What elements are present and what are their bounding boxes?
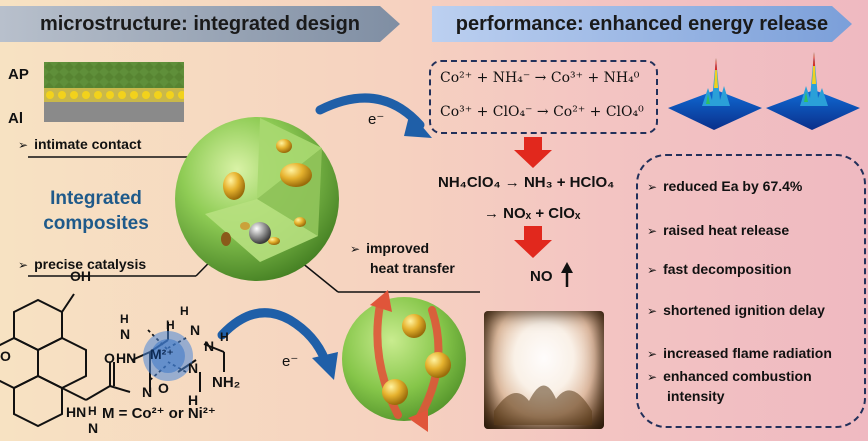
product-no: NO xyxy=(530,268,553,285)
atom-h5: H xyxy=(188,392,199,408)
perf-item-heat-release: ➢ raised heat release xyxy=(647,222,789,238)
atom-n6: N xyxy=(204,338,215,354)
arrowhead-icon: ➢ xyxy=(647,347,658,361)
atom-n-left: N xyxy=(88,420,99,436)
banner-microstructure: microstructure: integrated design xyxy=(0,6,400,42)
perf-item-combustion: ➢ enhanced combustion xyxy=(647,368,812,384)
cutaway-face-top xyxy=(257,118,322,199)
label-ap: AP xyxy=(8,66,29,83)
atom-n4: N xyxy=(190,322,201,338)
layer-stack-illustration xyxy=(44,62,184,122)
combustion-photo-detail xyxy=(494,385,592,425)
bullet-precise-catalysis-text: precise catalysis xyxy=(34,256,147,272)
banner-performance: performance: enhanced energy release xyxy=(432,6,852,42)
atom-n5: N xyxy=(188,360,199,376)
atom-h4: H xyxy=(180,304,189,318)
atom-h6: H xyxy=(220,330,229,344)
arrowhead-icon: ➢ xyxy=(18,138,29,152)
surface-plots xyxy=(668,52,860,130)
perf-item-text: fast decomposition xyxy=(663,261,792,277)
arrowhead-icon: ➢ xyxy=(647,224,658,238)
bullet-improved: ➢ improved xyxy=(350,240,429,256)
label-al: Al xyxy=(8,110,23,127)
atom-hn-mid: HN xyxy=(116,350,137,366)
arrowhead-icon: ➢ xyxy=(18,258,29,272)
banner-left-arrow-shape xyxy=(0,6,400,42)
atom-h2: H xyxy=(120,312,129,326)
arrowhead-icon: ➢ xyxy=(647,304,658,318)
banner-right-arrow-shape xyxy=(432,6,852,42)
reaction-2: Co³⁺ + ClO₄⁻ → Co²⁺ + ClO₄⁰ xyxy=(440,104,644,120)
perf-item-text: raised heat release xyxy=(663,222,790,238)
heat-transfer-text: heat transfer xyxy=(370,260,455,276)
atom-n3: N xyxy=(142,384,153,400)
perf-item-intensity: intensity xyxy=(667,388,725,404)
arrowhead-icon: ➢ xyxy=(647,180,658,194)
bullet-precise-catalysis: ➢ precise catalysis xyxy=(18,256,146,272)
electron-label-bottom: e⁻ xyxy=(282,353,299,370)
atom-o2: O xyxy=(158,380,169,396)
atom-h3: H xyxy=(166,318,175,332)
perf-item-reduced-ea: ➢ reduced Ea by 67.4% xyxy=(647,178,802,194)
surface-plot-left xyxy=(668,58,762,130)
electron-label-top: e⁻ xyxy=(368,111,385,128)
bullet-improved-text: improved xyxy=(366,240,430,256)
perf-item-text: increased flame radiation xyxy=(663,345,832,361)
atom-o1: O xyxy=(104,350,115,366)
reaction-1: Co²⁺ + NH₄⁻ → Co³⁺ + NH₄⁰ xyxy=(440,70,640,86)
arrowhead-icon: ➢ xyxy=(350,242,361,256)
atom-hn-left: HN xyxy=(66,404,87,420)
bullet-intimate-contact: ➢ intimate contact xyxy=(18,136,141,152)
banner-right-text: performance: enhanced energy release xyxy=(455,12,829,35)
bullet-intimate-contact-text: intimate contact xyxy=(34,136,142,152)
integrated-composites-title: Integrated composites xyxy=(30,186,162,236)
arrowhead-icon: ➢ xyxy=(647,263,658,277)
atom-oh: OH xyxy=(70,268,91,284)
redox-reaction-box xyxy=(429,60,658,134)
atom-o3: O xyxy=(0,348,11,364)
atom-n2: N xyxy=(120,326,131,342)
surface-plot-right xyxy=(766,52,860,130)
metal-definition: M = Co²⁺ or Ni²⁺ xyxy=(102,405,216,422)
combustion-photo xyxy=(484,311,604,429)
perf-item-text: reduced Ea by 67.4% xyxy=(663,178,803,194)
atom-h-left: H xyxy=(88,404,97,418)
metal-center-label: M²⁺ xyxy=(150,346,174,362)
perf-item-ignition-delay: ➢ shortened ignition delay xyxy=(647,302,825,318)
performance-box xyxy=(636,154,866,428)
electron-transfer-arrow-bottom xyxy=(217,308,330,365)
atom-nh2: NH₂ xyxy=(212,374,241,391)
perf-item-flame-radiation: ➢ increased flame radiation xyxy=(647,345,832,361)
decomposition-2: → NOₓ + ClOₓ xyxy=(484,205,581,222)
banner-left-text: microstructure: integrated design xyxy=(39,12,361,35)
red-arrow-1 xyxy=(514,137,552,168)
perf-item-text: enhanced combustion xyxy=(663,368,812,384)
red-arrow-2 xyxy=(514,226,552,258)
arrowhead-icon: ➢ xyxy=(647,370,658,384)
title-line-composites: composites xyxy=(43,213,149,234)
catalyst-particle xyxy=(249,222,271,244)
decomposition-1: NH₄ClO₄ → NH₃ + HClO₄ xyxy=(438,174,615,191)
perf-item-fast-decomp: ➢ fast decomposition xyxy=(647,261,791,277)
title-line-integrated: Integrated xyxy=(50,188,142,209)
perf-item-text: shortened ignition delay xyxy=(663,302,825,318)
al-layer xyxy=(44,102,184,122)
